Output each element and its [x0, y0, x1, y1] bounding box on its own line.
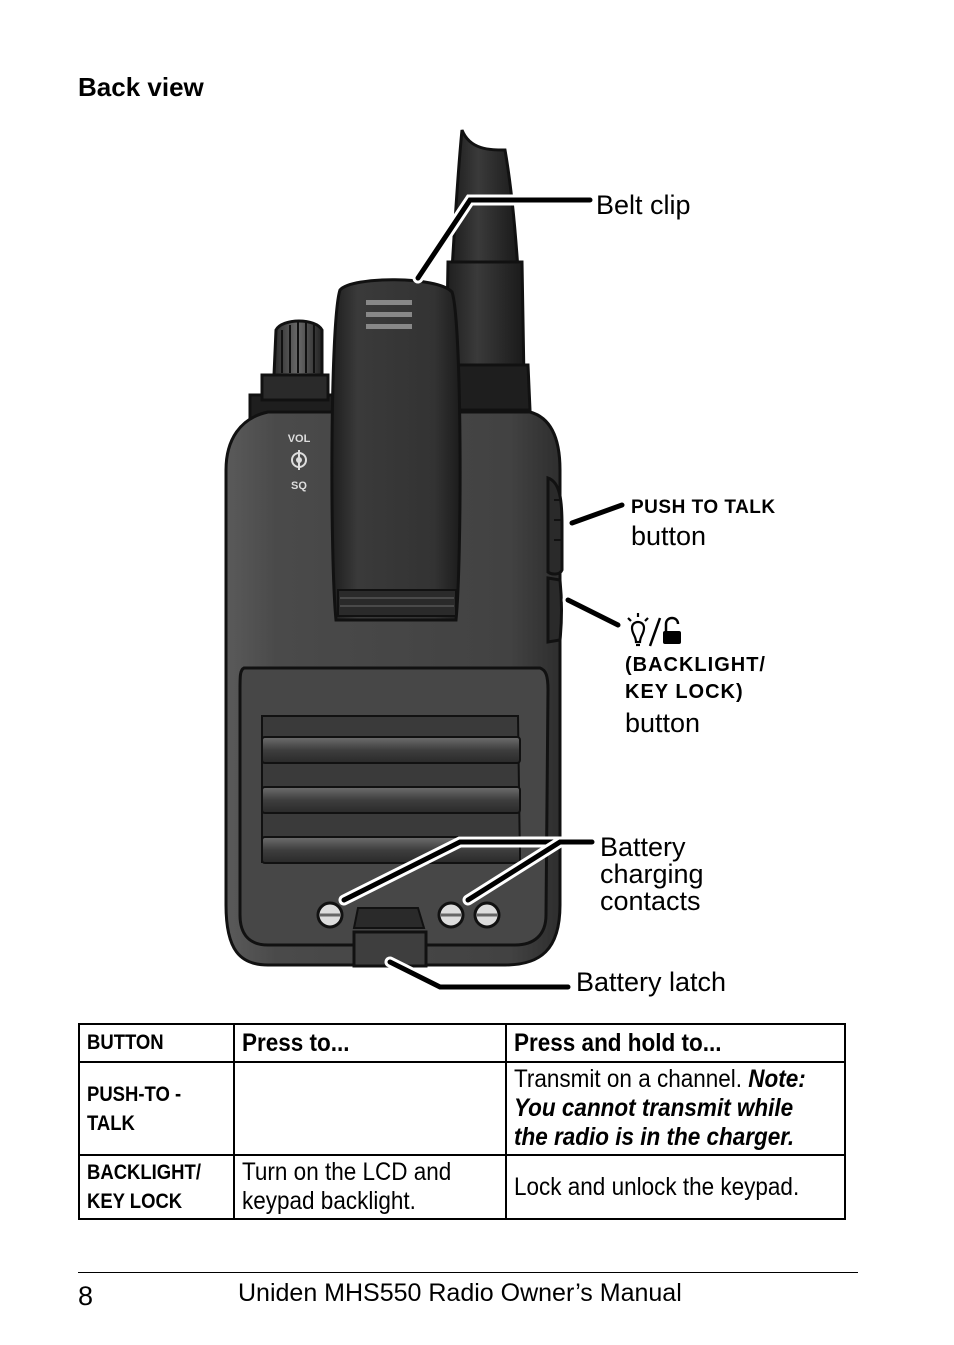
sq-label: SQ: [291, 480, 307, 492]
icon-slash: [648, 617, 662, 647]
side-buttons: [546, 475, 564, 644]
ptt-label: PUSH TO TALK button: [631, 494, 776, 550]
footer-divider: [78, 1272, 858, 1273]
section-title: Back view: [78, 72, 204, 102]
contacts-label-line2: charging: [600, 859, 704, 889]
backlight-label-line2: KEY LOCK): [625, 681, 744, 703]
table-cell-press: [232, 1061, 507, 1156]
backlight-label-button: button: [625, 708, 701, 738]
button-function-table: BUTTON Press to... Press and hold to... …: [78, 1023, 847, 1220]
table-cell-button: PUSH-TO -TALK: [78, 1061, 235, 1156]
belt-clip-label: Belt clip: [596, 190, 691, 220]
table-header-hold: Press and hold to...: [504, 1023, 847, 1063]
callout-leaders: [338, 194, 628, 993]
ptt-label-button: button: [631, 521, 707, 551]
table-cell-button: BACKLIGHT/KEY LOCK: [78, 1154, 235, 1220]
battery-latch-label: Battery latch: [576, 967, 727, 997]
volume-knob: [248, 319, 340, 427]
contacts-label: Battery charging contacts: [600, 834, 704, 915]
radio-back-illustration: VOL SQ: [224, 129, 681, 993]
charging-contacts: [316, 901, 501, 929]
backlight-label: (BACKLIGHT/ KEY LOCK) button: [625, 652, 766, 737]
lock-icon: [663, 616, 681, 644]
manual-title: Uniden MHS550 Radio Owner’s Manual: [238, 1279, 682, 1307]
belt-clip: [330, 278, 462, 622]
table-header-row: BUTTON Press to... Press and hold to...: [78, 1023, 847, 1063]
table-header-press: Press to...: [232, 1023, 507, 1063]
vol-label: VOL: [288, 433, 311, 445]
table-header-button: BUTTON: [78, 1023, 235, 1063]
page-number: 8: [78, 1281, 94, 1311]
table-cell-hold: Transmit on a channel. Note:You cannot t…: [504, 1061, 847, 1156]
battery-cover: [238, 666, 550, 947]
contacts-label-line3: contacts: [600, 886, 701, 916]
contacts-label-line1: Battery: [600, 832, 686, 862]
table-cell-hold: Lock and unlock the keypad.: [504, 1154, 847, 1220]
backlight-label-line1: (BACKLIGHT/: [625, 654, 766, 676]
ptt-label-name: PUSH TO TALK: [631, 497, 776, 518]
vol-sq-icon: [291, 450, 307, 470]
table-row: PUSH-TO -TALK Transmit on a channel. Not…: [78, 1061, 847, 1156]
backlight-icon: [627, 613, 649, 647]
